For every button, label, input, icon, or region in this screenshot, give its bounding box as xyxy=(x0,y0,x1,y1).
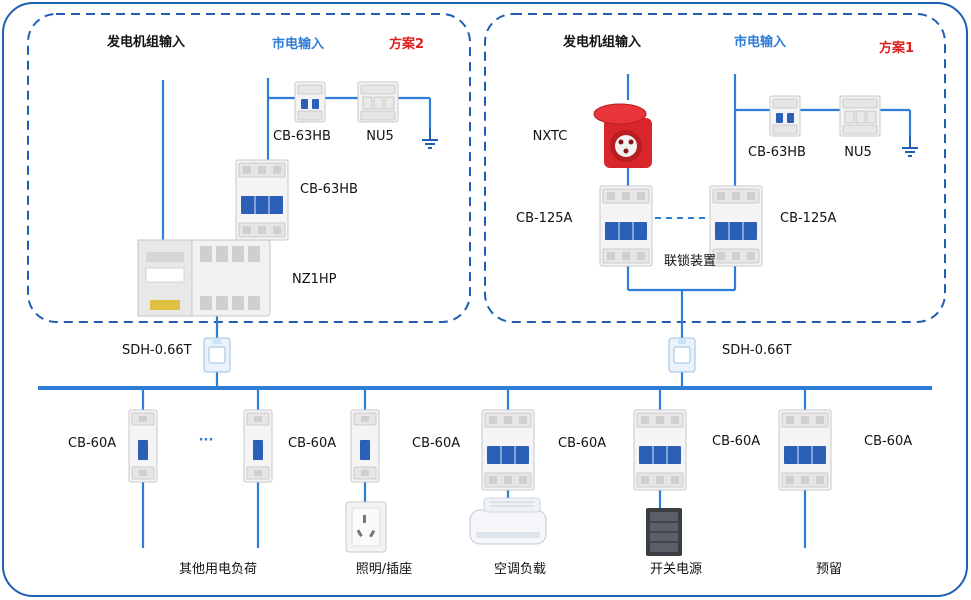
wall-socket-icon xyxy=(345,501,387,553)
scheme1-industrial-socket-icon xyxy=(593,103,652,168)
scheme2-wiring xyxy=(161,78,432,388)
branch4-load-label: 空调负载 xyxy=(494,562,546,577)
branch2-breaker-icon xyxy=(243,409,273,483)
scheme1-title: 方案1 xyxy=(879,40,914,56)
branch6-breaker-label: CB-60A xyxy=(864,434,912,449)
scheme1-ground-icon xyxy=(901,135,919,157)
branch5-breaker-icon xyxy=(633,409,687,491)
branch3-load-label: 照明/插座 xyxy=(356,562,412,577)
scheme1-left-breaker-icon xyxy=(599,185,653,267)
air-conditioner-icon xyxy=(469,497,547,545)
scheme2-small-breaker-label: CB-63HB xyxy=(273,129,331,144)
scheme2-main-breaker-icon xyxy=(235,159,289,241)
scheme2-ground-icon xyxy=(421,127,439,149)
scheme2-box xyxy=(27,13,471,323)
scheme1-ct-label: SDH-0.66T xyxy=(722,343,792,358)
branch4-breaker-icon xyxy=(481,409,535,491)
branch1-breaker-label: CB-60A xyxy=(68,436,116,451)
scheme2-current-transformer-icon xyxy=(203,337,231,373)
scheme2-title: 方案2 xyxy=(389,36,424,52)
branch3-breaker-icon xyxy=(350,409,380,483)
scheme2-mains-label: 市电输入 xyxy=(272,36,324,52)
scheme1-current-transformer-icon xyxy=(668,337,696,373)
scheme2-ats-label: NZ1HP xyxy=(292,272,337,287)
scheme1-right-breaker-icon xyxy=(709,185,763,267)
scheme2-generator-label: 发电机组输入 xyxy=(106,34,185,50)
scheme2-surge-protector-icon xyxy=(357,81,399,123)
branch4-breaker-label: CB-60A xyxy=(558,436,606,451)
branch2-breaker-label: CB-60A xyxy=(288,436,336,451)
scheme1-small-breaker-icon xyxy=(769,95,801,137)
scheme2-main-breaker-label: CB-63HB xyxy=(300,182,358,197)
scheme2-surge-label: NU5 xyxy=(366,129,394,144)
branch-ellipsis: ··· xyxy=(199,433,214,448)
branch3-breaker-label: CB-60A xyxy=(412,436,460,451)
scheme2-small-breaker-icon xyxy=(294,81,326,123)
branch1-load-label: 其他用电负荷 xyxy=(179,562,257,577)
branch1-breaker-icon xyxy=(128,409,158,483)
scheme1-interlock-label: 联锁装置 xyxy=(664,253,716,269)
branch5-breaker-label: CB-60A xyxy=(712,434,760,449)
scheme2-ats-icon xyxy=(137,239,271,317)
scheme1-generator-label: 发电机组输入 xyxy=(562,34,641,50)
branch6-load-label: 预留 xyxy=(816,562,842,577)
scheme1-surge-protector-icon xyxy=(839,95,881,137)
branch6-breaker-icon xyxy=(778,409,832,491)
scheme1-box xyxy=(484,13,946,323)
scheme1-mains-label: 市电输入 xyxy=(734,34,786,50)
branch5-load-label: 开关电源 xyxy=(650,562,702,577)
scheme1-small-breaker-label: CB-63HB xyxy=(748,145,806,160)
branch-wiring xyxy=(141,388,807,548)
scheme1-left-breaker-label: CB-125A xyxy=(516,211,572,226)
scheme2-ct-label: SDH-0.66T xyxy=(122,343,192,358)
scheme1-socket-label: NXTC xyxy=(533,129,568,144)
power-cabinet-icon xyxy=(646,508,682,556)
scheme1-right-breaker-label: CB-125A xyxy=(780,211,836,226)
scheme1-surge-label: NU5 xyxy=(844,145,872,160)
